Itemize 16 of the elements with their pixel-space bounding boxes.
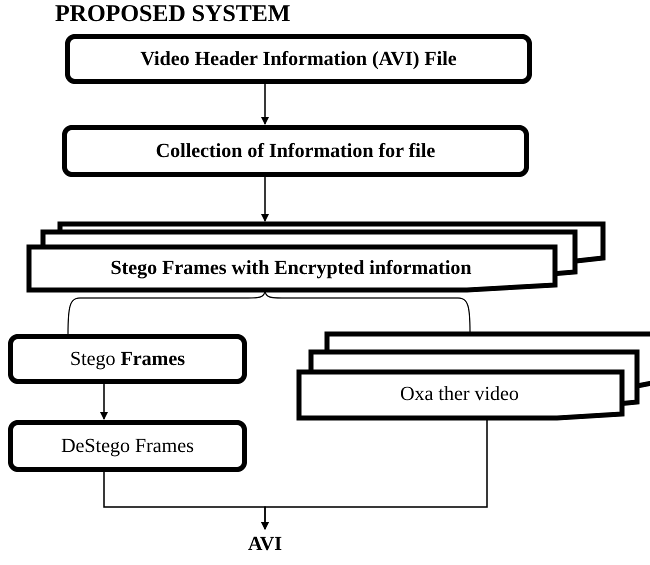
node-text: Stego Frames with Encrypted information	[110, 256, 472, 280]
stacked-documents	[27, 222, 607, 292]
brace-connector	[264, 290, 471, 332]
output-label: AVI	[240, 532, 290, 556]
brace-connector	[67, 290, 266, 334]
process-box: Video Header Information (AVI) File	[65, 34, 532, 84]
process-box: DeStego Frames	[8, 420, 247, 472]
process-box: Stego Frames	[8, 334, 247, 384]
stacked-documents	[297, 332, 650, 420]
node-text: Oxa ther video	[400, 382, 519, 406]
arrow	[261, 418, 488, 530]
arrow	[261, 84, 269, 125]
arrow	[261, 177, 269, 222]
diagram-title: PROPOSED SYSTEM	[55, 0, 290, 28]
process-box: Collection of Information for file	[62, 125, 529, 177]
arrow	[100, 384, 108, 420]
